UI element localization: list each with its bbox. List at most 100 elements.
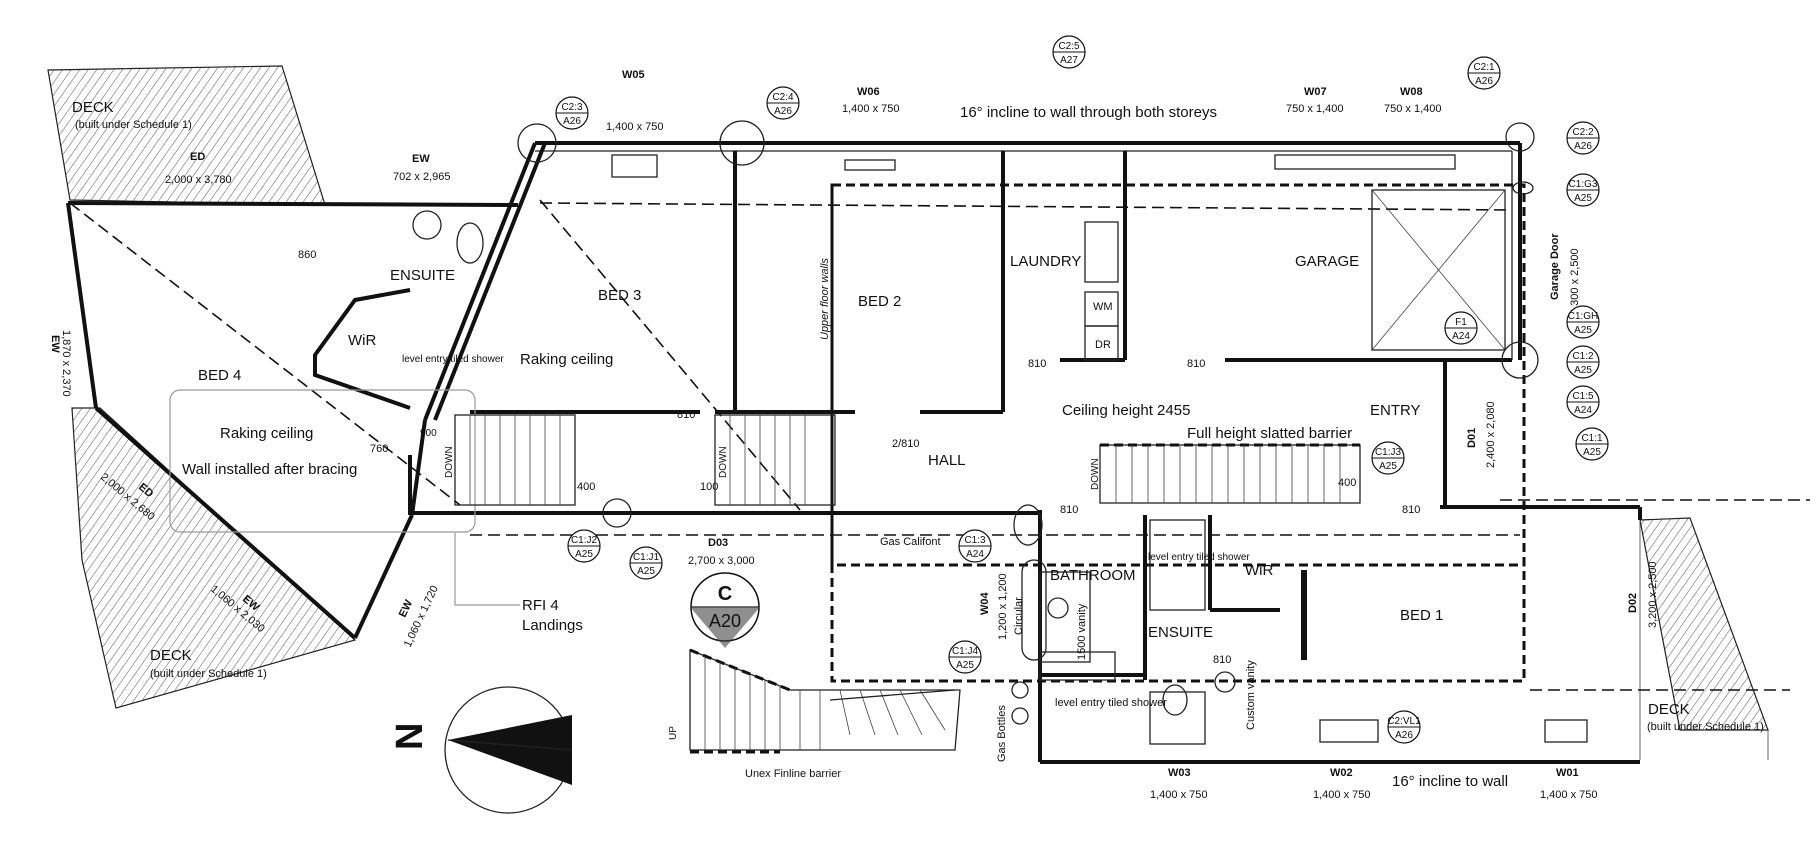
tag-ref: C1:3 [964, 535, 986, 546]
tag-sheet: A25 [1379, 461, 1397, 472]
w02-size: 1,400 x 750 [1313, 789, 1371, 801]
note-gas-califont: Gas Califont [880, 536, 941, 548]
note-rfi: RFI 4 [522, 597, 559, 614]
d01-size: 2,400 x 2,080 [1485, 401, 1497, 468]
tag-ref: C2:1 [1473, 62, 1495, 73]
tag-ref: C2:4 [772, 92, 794, 103]
tag-sheet: A25 [956, 660, 974, 671]
tag-ref: C2:2 [1572, 127, 1594, 138]
w01-size: 1,400 x 750 [1540, 789, 1598, 801]
note-up: UP [668, 726, 679, 740]
note-level-entry-bath: level entry tiled shower [1055, 697, 1167, 709]
deck-sw [71, 407, 357, 709]
note-custom-vanity: Custom vanity [1245, 660, 1257, 730]
d03-label: D03 [708, 537, 728, 549]
room-deck-nw-note: (built under Schedule 1) [75, 119, 192, 131]
w05-label: W05 [622, 69, 645, 81]
ew-top-size: 702 x 2,965 [393, 171, 451, 183]
room-bed3: BED 3 [598, 287, 641, 304]
tag-sheet: A25 [1583, 447, 1601, 458]
note-raking-bed3: Raking ceiling [520, 351, 613, 368]
room-deck-e: DECK [1648, 701, 1690, 718]
dim-810f: 810 [1213, 654, 1231, 666]
w08-size: 750 x 1,400 [1384, 103, 1442, 115]
dimension-labels: 860 760 900 400 100 810 810 810 810 810 … [298, 249, 1420, 666]
tag-c1-gh: C1:GH A25 [1566, 305, 1600, 339]
w01-label: W01 [1556, 767, 1579, 779]
tag-ref: C2:VL1 [1387, 716, 1421, 727]
note-vanity-1500: 1500 vanity [1076, 603, 1088, 660]
tag-ref: C2:3 [561, 102, 583, 113]
w07-label: W07 [1304, 86, 1327, 98]
tag-sheet: A26 [563, 116, 581, 127]
room-ensuite-w: ENSUITE [390, 267, 455, 284]
note-garage-door: Garage Door [1549, 233, 1561, 300]
dim-810d: 810 [1060, 504, 1078, 516]
ed-top-size: 2,000 x 3,780 [165, 174, 232, 186]
walls [66, 141, 1642, 764]
room-deck-sw: DECK [150, 647, 192, 664]
dim-810b: 810 [1028, 358, 1046, 370]
note-incline-top: 16° incline to wall through both storeys [960, 104, 1217, 121]
w02-label: W02 [1330, 767, 1353, 779]
ew-left-size: 1,870 x 2,370 [60, 330, 72, 397]
note-down-1: DOWN [444, 446, 455, 478]
note-raking-bed4: Raking ceiling [220, 425, 313, 442]
section-marker: C A20 [690, 572, 760, 648]
dim-760: 760 [370, 443, 388, 455]
dim-810c: 810 [1187, 358, 1205, 370]
note-gas-bottles: Gas Bottles [996, 705, 1008, 762]
tag-sheet: A25 [1574, 325, 1592, 336]
note-circular: Circular [1013, 597, 1025, 635]
tag-sheet: A24 [1452, 331, 1470, 342]
room-deck-e-note: (built under Schedule 1) [1647, 721, 1764, 733]
tag-sheet: A26 [1574, 141, 1592, 152]
tag-sheet: A27 [1060, 55, 1078, 66]
tag-sheet: A25 [575, 549, 593, 560]
rfi-leader [169, 389, 520, 606]
deck-e [1639, 517, 1769, 760]
w06-size: 1,400 x 750 [842, 103, 900, 115]
room-deck-sw-note: (built under Schedule 1) [150, 668, 267, 680]
w03-size: 1,400 x 750 [1150, 789, 1208, 801]
tag-ref: C1:G3 [1569, 179, 1598, 190]
room-laundry: LAUNDRY [1010, 253, 1081, 270]
w05-size: 1,400 x 750 [606, 121, 664, 133]
tag-sheet: A24 [1574, 405, 1592, 416]
tag-ref: C1:GH [1568, 311, 1599, 322]
note-landings: Landings [522, 617, 583, 634]
room-deck-nw: DECK [72, 99, 114, 116]
note-wall-bracing: Wall installed after bracing [182, 461, 357, 478]
ew-s-label: EW [397, 598, 416, 620]
tag-sheet: A24 [966, 549, 984, 560]
room-garage: GARAGE [1295, 253, 1359, 270]
room-labels: DECK (built under Schedule 1) BED 4 WiR … [72, 99, 1764, 733]
w06-label: W06 [857, 86, 880, 98]
section-letter: C [718, 583, 732, 605]
note-slatted-barrier: Full height slatted barrier [1187, 425, 1352, 442]
tag-ref: C1:J1 [633, 552, 660, 563]
tag-ref: C1:2 [1572, 351, 1594, 362]
ed-top-label: ED [190, 151, 205, 163]
room-entry: ENTRY [1370, 402, 1421, 419]
room-dr: DR [1095, 339, 1111, 351]
w07-size: 750 x 1,400 [1286, 103, 1344, 115]
north-label: N [389, 723, 431, 750]
dim-810e: 810 [1402, 504, 1420, 516]
tag-ref: C2:5 [1058, 41, 1080, 52]
tag-ref: C1:J2 [571, 535, 598, 546]
note-down-3: DOWN [1090, 458, 1101, 490]
tag-sheet: A26 [1395, 730, 1413, 741]
dim-900: 900 [420, 428, 437, 439]
ew-top-label: EW [412, 153, 430, 165]
